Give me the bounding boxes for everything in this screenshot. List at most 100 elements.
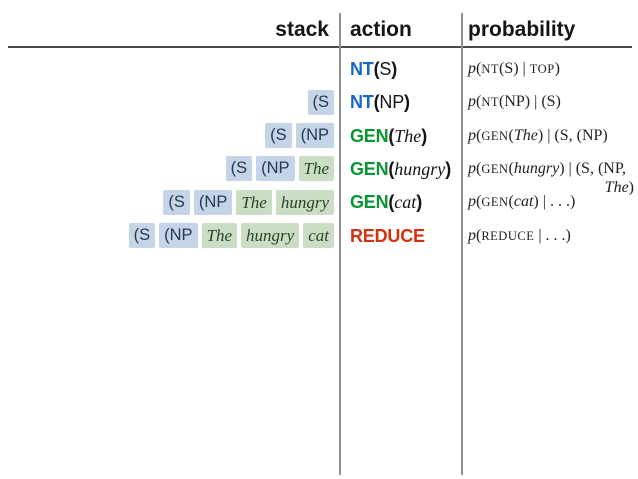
probability-cell: p(NT(S) | TOP) (468, 56, 634, 82)
column-divider-action-probability (461, 13, 463, 475)
action-close-paren: ) (404, 92, 410, 113)
probability-cell: p(REDUCE | . . .) (468, 223, 634, 249)
prob-segment: ( (476, 93, 482, 111)
stack-word-token: The (298, 156, 334, 182)
prob-segment: ( (476, 126, 482, 144)
prob-segment: p (468, 126, 476, 144)
prob-segment: p (468, 226, 476, 244)
probability-cell: p(GEN(The) | (S, (NP) (468, 123, 634, 149)
stack-word-token: The (236, 189, 272, 215)
action-cell: GEN(hungry) (350, 156, 462, 182)
table-row: NT(S)p(NT(S) | TOP) (0, 56, 638, 82)
stack-word-token: hungry (275, 189, 334, 215)
prob-segment: ) (628, 178, 634, 196)
action-open-paren: ( (388, 192, 395, 213)
stack-nonterminal-token: (S (163, 189, 190, 215)
action-op: GEN (350, 125, 389, 146)
stack-nonterminal-token: (NP (295, 123, 334, 149)
probability-expression: p(NT(NP) | (S) (468, 89, 634, 115)
prob-segment: p (468, 159, 476, 177)
prob-segment: cat (513, 193, 534, 211)
header-probability: probability (468, 18, 576, 41)
action-cell: GEN(The) (350, 123, 462, 149)
action-op: GEN (350, 192, 389, 213)
probability-expression: p(GEN(The) | (S, (NP) (468, 123, 634, 149)
action-open-paren: ( (373, 92, 380, 113)
prob-segment: NT (481, 95, 499, 110)
prob-segment: hungry (513, 159, 560, 177)
action-op: NT (350, 59, 374, 79)
action-open-paren: ( (388, 158, 395, 179)
stack-cell: (S(NP (0, 123, 334, 149)
action-cell: NT(NP) (350, 89, 462, 115)
action-cell: REDUCE (350, 223, 462, 249)
prob-segment: ( (476, 193, 482, 211)
probability-expression: p(GEN(cat) | . . .) (468, 189, 634, 215)
stack-nonterminal-token: (NP (256, 156, 295, 182)
action-close-paren: ) (421, 125, 427, 146)
action-arg: cat (394, 192, 417, 213)
stack-word-token: cat (303, 223, 334, 248)
prob-segment: The (604, 178, 629, 196)
prob-segment: ( (508, 193, 514, 211)
stack-word-token: hungry (241, 223, 300, 248)
prob-segment: ) (554, 60, 560, 77)
action-cell: NT(S) (350, 56, 462, 82)
prob-segment: ( (476, 60, 482, 77)
stack-nonterminal-token: (NP (159, 223, 198, 248)
prob-segment: ( (476, 226, 482, 244)
header-rule (8, 46, 632, 48)
prob-segment: (S) | (499, 60, 530, 77)
action-arg: The (394, 125, 422, 146)
action-cell: GEN(cat) (350, 189, 462, 215)
probability-expression-continuation: The) (468, 178, 634, 196)
stack-nonterminal-token: (S (307, 89, 334, 115)
prob-segment: p (468, 93, 476, 111)
action-open-paren: ( (373, 59, 380, 79)
stack-nonterminal-token: (S (265, 123, 292, 149)
prob-segment: ( (476, 159, 482, 177)
prob-segment: | . . .) (534, 226, 571, 244)
probability-expression: p(REDUCE | . . .) (468, 223, 634, 249)
column-divider-stack-action (339, 13, 341, 475)
header-action: action (350, 18, 412, 41)
prob-segment: REDUCE (481, 228, 535, 243)
prob-segment: NT (481, 62, 499, 76)
action-op: NT (350, 92, 374, 113)
probability-expression: p(NT(S) | TOP) (468, 56, 634, 82)
action-arg: S (379, 59, 392, 79)
header-stack: stack (275, 18, 329, 41)
stack-cell: (S (0, 89, 334, 115)
stack-nonterminal-token: (S (225, 156, 253, 182)
probability-cell: p(GEN(hungry) | (S, (NP,The) (468, 156, 634, 196)
stack-nonterminal-token: (S (128, 223, 156, 248)
prob-segment: ( (508, 126, 514, 144)
stack-nonterminal-token: (NP (193, 189, 233, 215)
action-close-paren: ) (445, 158, 451, 179)
prob-segment: p (468, 193, 476, 211)
probability-cell: p(NT(NP) | (S) (468, 89, 634, 115)
prob-segment: ) | (S, (NP, (559, 159, 626, 177)
probability-expression: p(GEN(hungry) | (S, (NP, (468, 156, 634, 182)
prob-segment: GEN (481, 128, 509, 143)
action-arg: NP (379, 92, 405, 113)
action-arg: hungry (394, 158, 446, 179)
prob-segment: ( (508, 159, 514, 177)
action-close-paren: ) (416, 192, 422, 213)
prob-segment: TOP (529, 62, 555, 76)
prob-segment: ) | (S, (NP) (537, 126, 608, 144)
stack-cell (0, 56, 334, 82)
action-op: GEN (350, 158, 389, 179)
probability-cell: p(GEN(cat) | . . .) (468, 189, 634, 215)
prob-segment: GEN (481, 161, 509, 176)
prob-segment: p (468, 60, 476, 77)
prob-segment: GEN (481, 195, 509, 210)
